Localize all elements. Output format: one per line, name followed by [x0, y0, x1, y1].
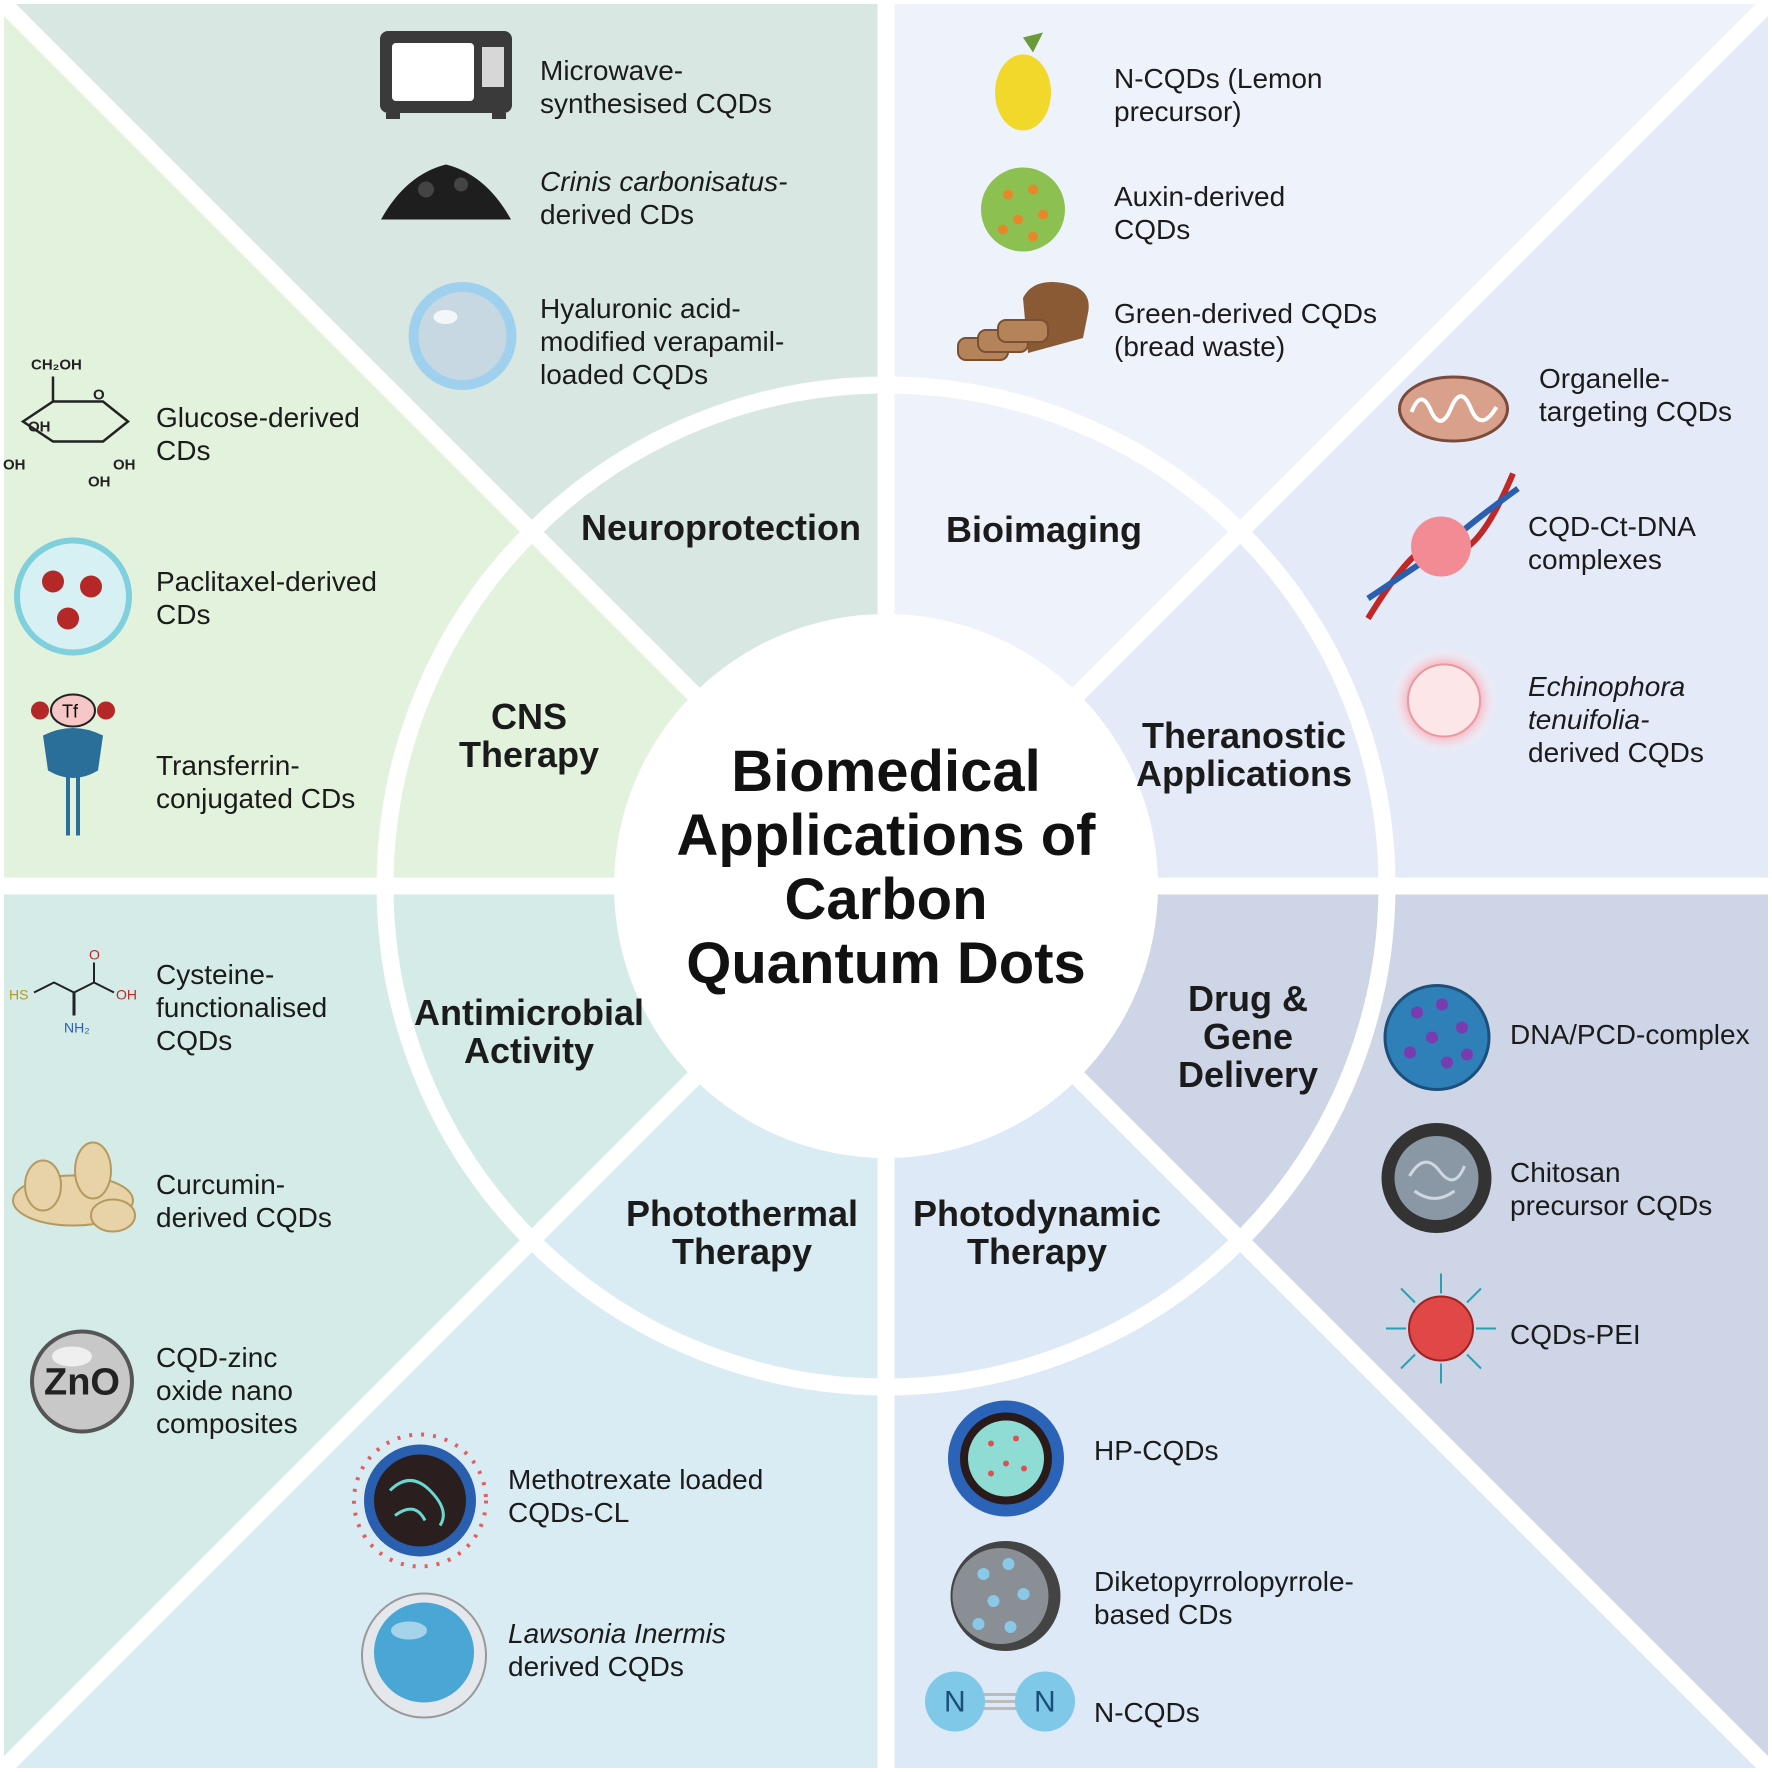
item-label-text: derived CQDs [508, 1651, 684, 1682]
item-label: Microwave- synthesised CQDs [540, 54, 772, 120]
item-label: Echinophora tenuifolia- derived CQDs [1528, 670, 1704, 769]
hp-particle-icon [946, 1399, 1066, 1524]
item-label-text: Glucose-derived CDs [156, 402, 360, 466]
zno-sphere-icon: ZnO [27, 1327, 137, 1442]
item-label: Chitosan precursor CQDs [1510, 1156, 1712, 1222]
item-label-text: HP-CQDs [1094, 1435, 1219, 1466]
category-drug-gene-delivery: Drug & Gene Delivery [1177, 978, 1319, 1095]
transferrin-receptor-icon: Tf [28, 691, 118, 846]
svg-text:N: N [1034, 1686, 1056, 1719]
item-label: HP-CQDs [1094, 1434, 1218, 1467]
item-label: Curcumin- derived CQDs [156, 1168, 332, 1234]
center-circle [614, 614, 1158, 1158]
item-label-text: Methotrexate loaded CQDs-CL [508, 1464, 764, 1528]
item-label-text: Paclitaxel-derived CDs [156, 566, 377, 630]
blue-sphere-icon [359, 1591, 489, 1726]
auxin-particle-icon [978, 165, 1068, 260]
category-ring [376, 376, 1396, 1396]
bubble-icon [406, 279, 521, 399]
item-label: Green-derived CQDs (bread waste) [1114, 297, 1377, 363]
category-theranostic: Theranostic Applications [1135, 715, 1353, 794]
item-label-text: Curcumin- derived CQDs [156, 1169, 332, 1233]
item-label-text: N-CQDs (Lemon precursor) [1114, 63, 1323, 127]
item-label: CQDs-PEI [1510, 1318, 1641, 1351]
category-photothermal: Photothermal Therapy [625, 1193, 859, 1272]
category-neuroprotection: Neuroprotection [580, 507, 862, 548]
turmeric-root-icon [3, 1141, 143, 1256]
svg-text:CH₂OH: CH₂OH [31, 357, 82, 374]
item-label: Cysteine- functionalised CQDs [156, 958, 327, 1057]
svg-text:OH: OH [3, 457, 26, 474]
polymer-nanoparticle-icon [13, 537, 133, 662]
item-label-text: CQD-Ct-DNA complexes [1528, 511, 1696, 575]
item-label: Diketopyrrolopyrrole- based CDs [1094, 1565, 1354, 1631]
svg-text:OH: OH [88, 474, 111, 491]
dpp-particle-icon [949, 1539, 1064, 1659]
chitosan-particle-icon [1380, 1121, 1495, 1241]
liposome-icon [350, 1431, 490, 1576]
center-title: Biomedical Applications of Carbon Quantu… [676, 739, 1096, 996]
category-antimicrobial: Antimicrobial Activity [413, 992, 645, 1071]
item-label-text: derived CQDs [1528, 737, 1704, 768]
item-label: Crinis carbonisatus- derived CDs [540, 165, 787, 231]
item-label: Hyaluronic acid- modified verapamil- loa… [540, 292, 784, 391]
item-label-text: DNA/PCD-complex [1510, 1019, 1750, 1050]
cysteine-structure-icon: O OH HS NH₂ [9, 947, 149, 1053]
item-label-italic: Crinis carbonisatus- [540, 166, 788, 197]
svg-text:OH: OH [116, 987, 137, 1003]
dna-icon [1363, 469, 1523, 634]
item-label: N-CQDs (Lemon precursor) [1114, 62, 1322, 128]
item-label: Transferrin- conjugated CDs [156, 749, 355, 815]
svg-text:O: O [89, 948, 100, 963]
item-label-text: derived CDs [540, 199, 695, 230]
bread-icon [953, 278, 1093, 378]
microwave-icon [376, 27, 516, 127]
item-label-italic: Echinophora tenuifolia- [1528, 671, 1686, 735]
category-cns-therapy: CNS Therapy [458, 696, 600, 775]
item-label-text: Green-derived CQDs (bread waste) [1114, 298, 1377, 362]
item-label: Organelle- targeting CQDs [1539, 362, 1732, 428]
svg-text:O: O [93, 387, 105, 404]
dna-pcd-particle-icon [1382, 983, 1492, 1098]
item-label-text: Organelle- targeting CQDs [1539, 363, 1732, 427]
svg-text:N: N [944, 1686, 966, 1719]
item-label-text: CQD-zinc oxide nano composites [156, 1342, 298, 1439]
mitochondria-icon [1397, 372, 1512, 452]
item-label: Auxin-derived CQDs [1114, 180, 1285, 246]
item-label: Lawsonia Inermis derived CQDs [508, 1617, 726, 1683]
svg-text:OH: OH [113, 457, 136, 474]
item-label-text: CQDs-PEI [1510, 1319, 1641, 1350]
item-label: N-CQDs [1094, 1696, 1200, 1729]
item-label-text: Auxin-derived CQDs [1114, 181, 1286, 245]
item-label-text: Microwave- synthesised CQDs [540, 55, 772, 119]
item-label: DNA/PCD-complex [1510, 1018, 1750, 1051]
charcoal-icon [376, 155, 516, 230]
item-label: Methotrexate loaded CQDs-CL [508, 1463, 763, 1529]
svg-text:HS: HS [9, 987, 28, 1003]
item-label-text: Cysteine- functionalised CQDs [156, 959, 328, 1056]
item-label-text: Chitosan precursor CQDs [1510, 1157, 1713, 1221]
svg-text:NH₂: NH₂ [64, 1020, 90, 1036]
item-label: Glucose-derived CDs [156, 401, 360, 467]
svg-text:ZnO: ZnO [44, 1362, 120, 1404]
item-label-text: Transferrin- conjugated CDs [156, 750, 356, 814]
item-label: CQD-Ct-DNA complexes [1528, 510, 1696, 576]
item-label-text: N-CQDs [1094, 1697, 1200, 1728]
pei-particle-icon [1381, 1269, 1501, 1394]
glowing-sphere-icon [1389, 646, 1499, 761]
item-label-text: Diketopyrrolopyrrole- based CDs [1094, 1566, 1354, 1630]
category-bioimaging: Bioimaging [946, 509, 1142, 550]
lemon-icon [983, 32, 1063, 138]
item-label: Paclitaxel-derived CDs [156, 565, 377, 631]
svg-text:Tf: Tf [62, 702, 79, 722]
category-photodynamic: Photodynamic Therapy [912, 1193, 1162, 1272]
item-label-italic: Lawsonia Inermis [508, 1618, 726, 1649]
svg-text:OH: OH [28, 419, 51, 436]
item-label-text: Hyaluronic acid- modified verapamil- loa… [540, 293, 785, 390]
item-label: CQD-zinc oxide nano composites [156, 1341, 298, 1440]
